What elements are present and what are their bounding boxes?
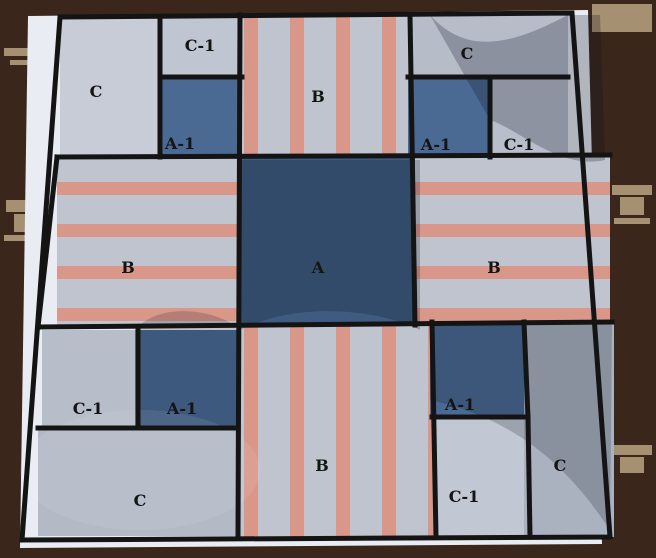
label-br-a1: A-1: [445, 397, 475, 413]
label-tr-c: C: [461, 46, 474, 62]
label-center-a: A: [312, 260, 324, 276]
region-left-b: [57, 157, 240, 325]
label-right-b: B: [487, 260, 501, 276]
label-bl-c: C: [134, 493, 147, 509]
shadow-center: [240, 160, 420, 330]
region-br-c1: [436, 417, 528, 537]
label-bottom-b: B: [315, 458, 329, 474]
label-tr-a1: A-1: [421, 137, 451, 153]
label-bl-c1: C-1: [73, 401, 104, 417]
label-tl-a1: A-1: [165, 136, 195, 152]
label-br-c: C: [554, 458, 567, 474]
label-br-c1: C-1: [449, 489, 480, 505]
label-tr-c1: C-1: [504, 137, 535, 153]
region-bottom-b: [238, 325, 436, 537]
region-right-b: [415, 157, 610, 322]
region-tl-c: [60, 17, 160, 157]
label-top-b: B: [311, 89, 325, 105]
label-bl-a1: A-1: [167, 401, 197, 417]
region-top-b: [242, 15, 408, 157]
label-left-b: B: [121, 260, 135, 276]
label-tl-c: C: [90, 84, 103, 100]
label-tl-c1: C-1: [185, 38, 216, 54]
